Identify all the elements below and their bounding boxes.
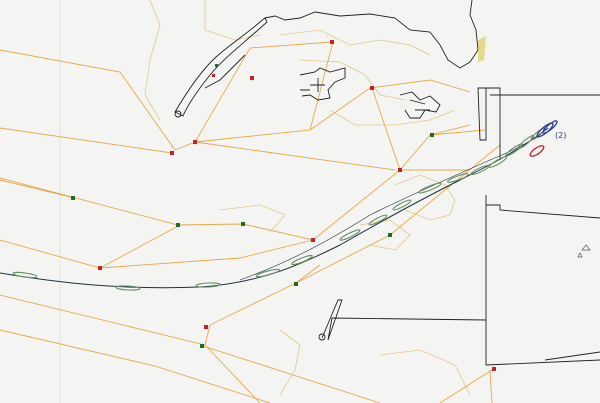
navigation-light [478, 36, 486, 62]
channel-track-secondary [239, 127, 549, 281]
channel-track [0, 127, 549, 289]
highlighted-vessels [529, 120, 558, 157]
contour-line [204, 0, 261, 41]
vessels [12, 127, 546, 291]
shoreline [264, 0, 479, 69]
contour-line [394, 174, 456, 221]
pier [299, 67, 346, 101]
vessel-outline [291, 254, 313, 266]
vessel-group-label: (2) [555, 131, 566, 140]
vessel-outline [505, 143, 523, 157]
pier [204, 54, 246, 89]
leading-line [99, 224, 181, 269]
contour-line [329, 109, 456, 126]
red-channel-marker [212, 74, 215, 77]
leading-lines [0, 41, 501, 403]
contour-line [279, 329, 301, 396]
red-channel-marker [398, 168, 402, 172]
leading-line [199, 344, 381, 403]
green-channel-marker [294, 282, 298, 286]
triangle-marker-icon [577, 252, 583, 258]
pier [300, 78, 325, 92]
vessel-outline [339, 229, 361, 241]
vessel-outline [392, 199, 412, 211]
breakwater-head [318, 333, 326, 341]
contour-line [299, 59, 406, 101]
zone-boundary [0, 127, 173, 154]
green-channel-marker [388, 233, 392, 237]
vessel-outline [488, 156, 508, 168]
green-channel-marker [215, 64, 218, 67]
quay [485, 205, 600, 366]
zone-boundary [309, 79, 471, 131]
green-channel-marker [176, 223, 180, 227]
vessel-outline [255, 268, 281, 278]
coastline [174, 0, 600, 366]
map-symbols [577, 244, 591, 258]
red-channel-marker [98, 266, 102, 270]
leading-line [295, 264, 321, 284]
breakwater [174, 17, 268, 117]
contour-line [379, 349, 471, 396]
green-channel-marker [241, 222, 245, 226]
red-channel-marker [204, 325, 208, 329]
leading-line [0, 239, 314, 269]
lower-breakwater [321, 299, 487, 341]
contour-line [219, 204, 286, 233]
vessel-outline [195, 282, 221, 288]
leading-line [0, 329, 271, 403]
leading-line [439, 369, 493, 403]
harbour-wall [486, 87, 501, 160]
pier [409, 99, 430, 111]
red-channel-marker [250, 76, 254, 80]
channel-markers [71, 40, 496, 371]
contour-line [279, 29, 431, 56]
triangle-marker-icon [581, 244, 591, 251]
leading-line [489, 369, 493, 403]
zone-boundary [0, 41, 333, 151]
red-channel-marker [370, 86, 374, 90]
quay [485, 195, 600, 219]
quay-edge [544, 351, 600, 361]
zone-boundary [194, 141, 396, 171]
red-channel-marker [170, 151, 174, 155]
leading-line [429, 129, 486, 136]
contour-line [144, 0, 161, 121]
breakwater-head [174, 110, 182, 118]
vessel-outline [418, 182, 442, 194]
red-channel-marker [492, 367, 496, 371]
pier [399, 91, 441, 119]
vessel-highlight-red [529, 145, 545, 157]
green-channel-marker [430, 133, 434, 137]
red-channel-marker [311, 238, 315, 242]
red-channel-marker [330, 40, 334, 44]
vessel-outline [115, 285, 141, 291]
vessel-outline [12, 271, 38, 279]
harbour-wall [477, 87, 487, 141]
leading-line [0, 179, 76, 199]
vessel-outline [368, 214, 388, 226]
red-channel-marker [193, 140, 197, 144]
green-channel-marker [71, 196, 75, 200]
vessel-outline [447, 173, 469, 183]
green-channel-marker [200, 344, 204, 348]
vessel-highlight-blue [542, 120, 558, 134]
